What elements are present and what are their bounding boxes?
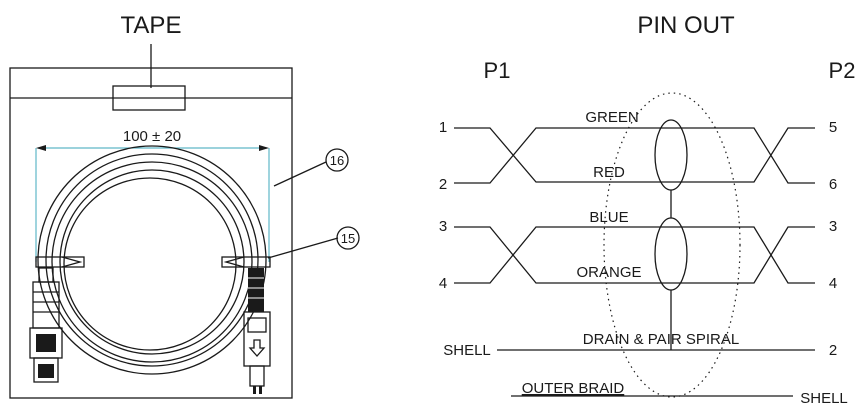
shell-left-label: SHELL	[443, 342, 491, 359]
p1-label: P1	[484, 58, 511, 83]
p1-pin-2: 2	[439, 176, 447, 193]
p2-label: P2	[829, 58, 856, 83]
shell-right-label: SHELL	[800, 390, 848, 407]
dimension-marker	[35, 145, 270, 262]
p2-pin-3: 3	[829, 218, 837, 235]
p1-pin-4: 4	[439, 275, 447, 292]
twisted-pair-1	[454, 119, 815, 191]
p1-pin-1: 1	[439, 119, 447, 136]
drain-label: DRAIN & PAIR SPIRAL	[583, 331, 739, 348]
outer-braid-shield	[603, 92, 741, 398]
callout-15-circle	[336, 226, 360, 250]
drain-pin: 2	[829, 342, 837, 359]
p1-pin-3: 3	[439, 218, 447, 235]
callout-16: 16	[330, 153, 344, 168]
cable-tie-right	[221, 256, 271, 268]
callout-16-leader	[273, 161, 327, 187]
p2-pin-4: 4	[829, 275, 837, 292]
twisted-pair-2	[454, 217, 815, 291]
tape-title: TAPE	[121, 12, 182, 39]
p2-pin-5: 5	[829, 119, 837, 136]
callout-15-leader	[267, 237, 339, 259]
package-bag	[9, 67, 293, 399]
wire-label-blue: BLUE	[589, 209, 628, 226]
p2-pin-6: 6	[829, 176, 837, 193]
tape-strip	[112, 85, 186, 111]
dimension-label: 100 ± 20	[123, 128, 181, 145]
connector-right	[243, 268, 271, 394]
coiled-cable	[37, 145, 267, 375]
pinout-title: PIN OUT	[637, 12, 735, 39]
callout-15: 15	[341, 231, 355, 246]
cable-tie-left	[35, 256, 85, 268]
outer-braid-label: OUTER BRAID	[522, 380, 625, 397]
wire-label-green: GREEN	[585, 109, 638, 126]
wire-label-red: RED	[593, 164, 625, 181]
connector-left	[29, 267, 63, 383]
wire-label-orange: ORANGE	[576, 264, 641, 281]
callout-16-circle	[325, 148, 349, 172]
